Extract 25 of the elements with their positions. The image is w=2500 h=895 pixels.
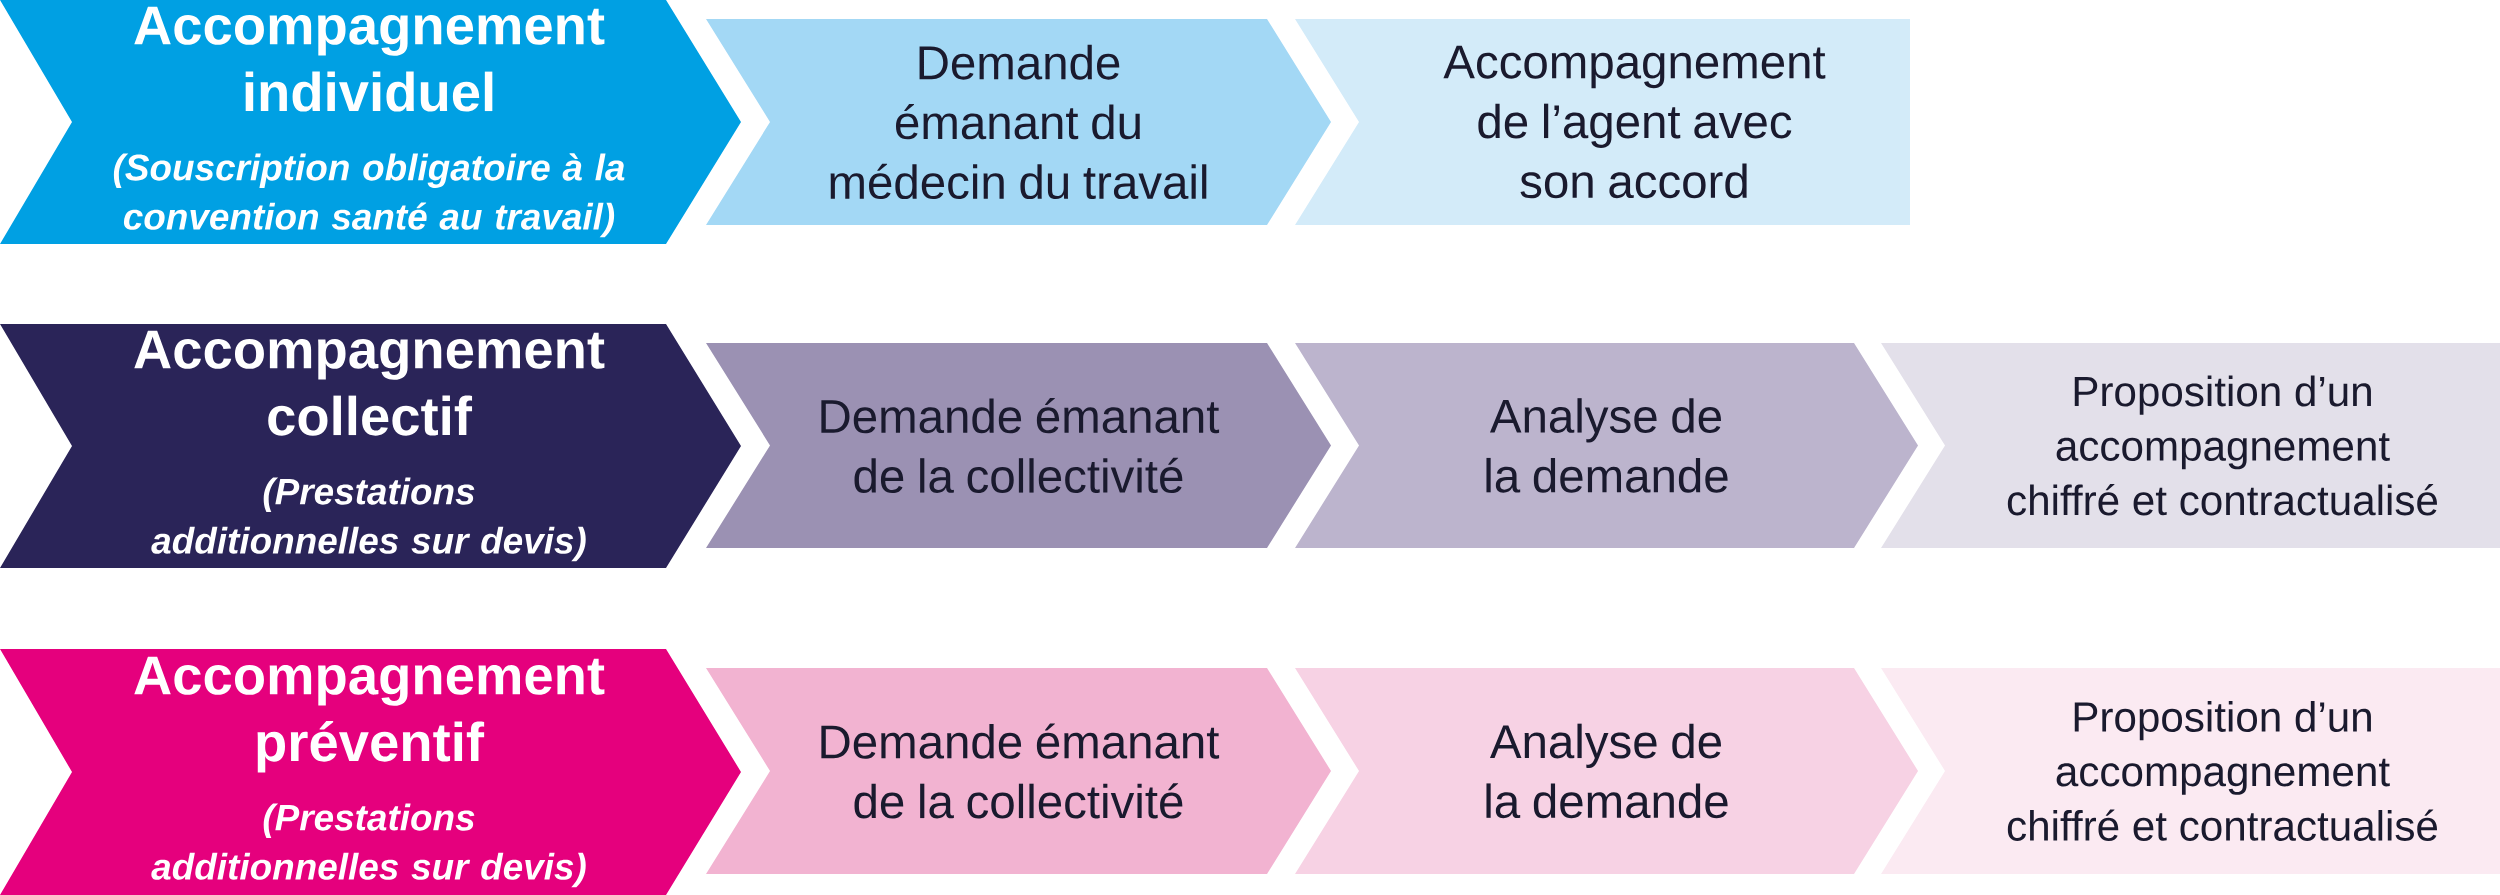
chevron-box xyxy=(0,0,741,244)
heading: Accompagnement préventif xyxy=(134,656,605,773)
chevron-box xyxy=(706,668,1331,874)
chevron-box xyxy=(706,343,1331,548)
chevron-box xyxy=(1295,668,1919,874)
chevron-box xyxy=(1295,343,1919,548)
step-text: Analyse de la demande xyxy=(1486,398,1728,493)
step-box xyxy=(1881,343,2500,548)
chevron-box xyxy=(0,649,741,895)
subtitle: (Prestations additionnelles sur devis) xyxy=(151,803,586,888)
step-text: Demande émanant de la collectivité xyxy=(821,723,1220,819)
heading: Accompagnement individuel xyxy=(134,6,605,112)
heading: Accompagnement collectif xyxy=(134,330,605,436)
step-text: Analyse de la demande xyxy=(1486,723,1728,819)
step-text: Demande émanant du médecin du travail xyxy=(830,44,1207,200)
chevron-box xyxy=(0,324,741,568)
step-text: Demande émanant de la collectivité xyxy=(821,397,1220,494)
step-box xyxy=(1881,668,2500,874)
step-text: Proposition d’un accompagnement chiffré et contractualisé xyxy=(2007,375,2437,516)
chevron-box xyxy=(706,19,1331,225)
step-box xyxy=(1295,19,1910,225)
subtitle: (Prestations additionnelles sur devis) xyxy=(151,477,586,562)
step-text: Accompagnement de l’agent avec son accord xyxy=(1443,45,1826,199)
subtitle: (Souscription obligatoire à la convention santé au travail) xyxy=(113,153,625,238)
step-text: Proposition d’un accompagnement chiffré et contractualisé xyxy=(2007,701,2437,841)
